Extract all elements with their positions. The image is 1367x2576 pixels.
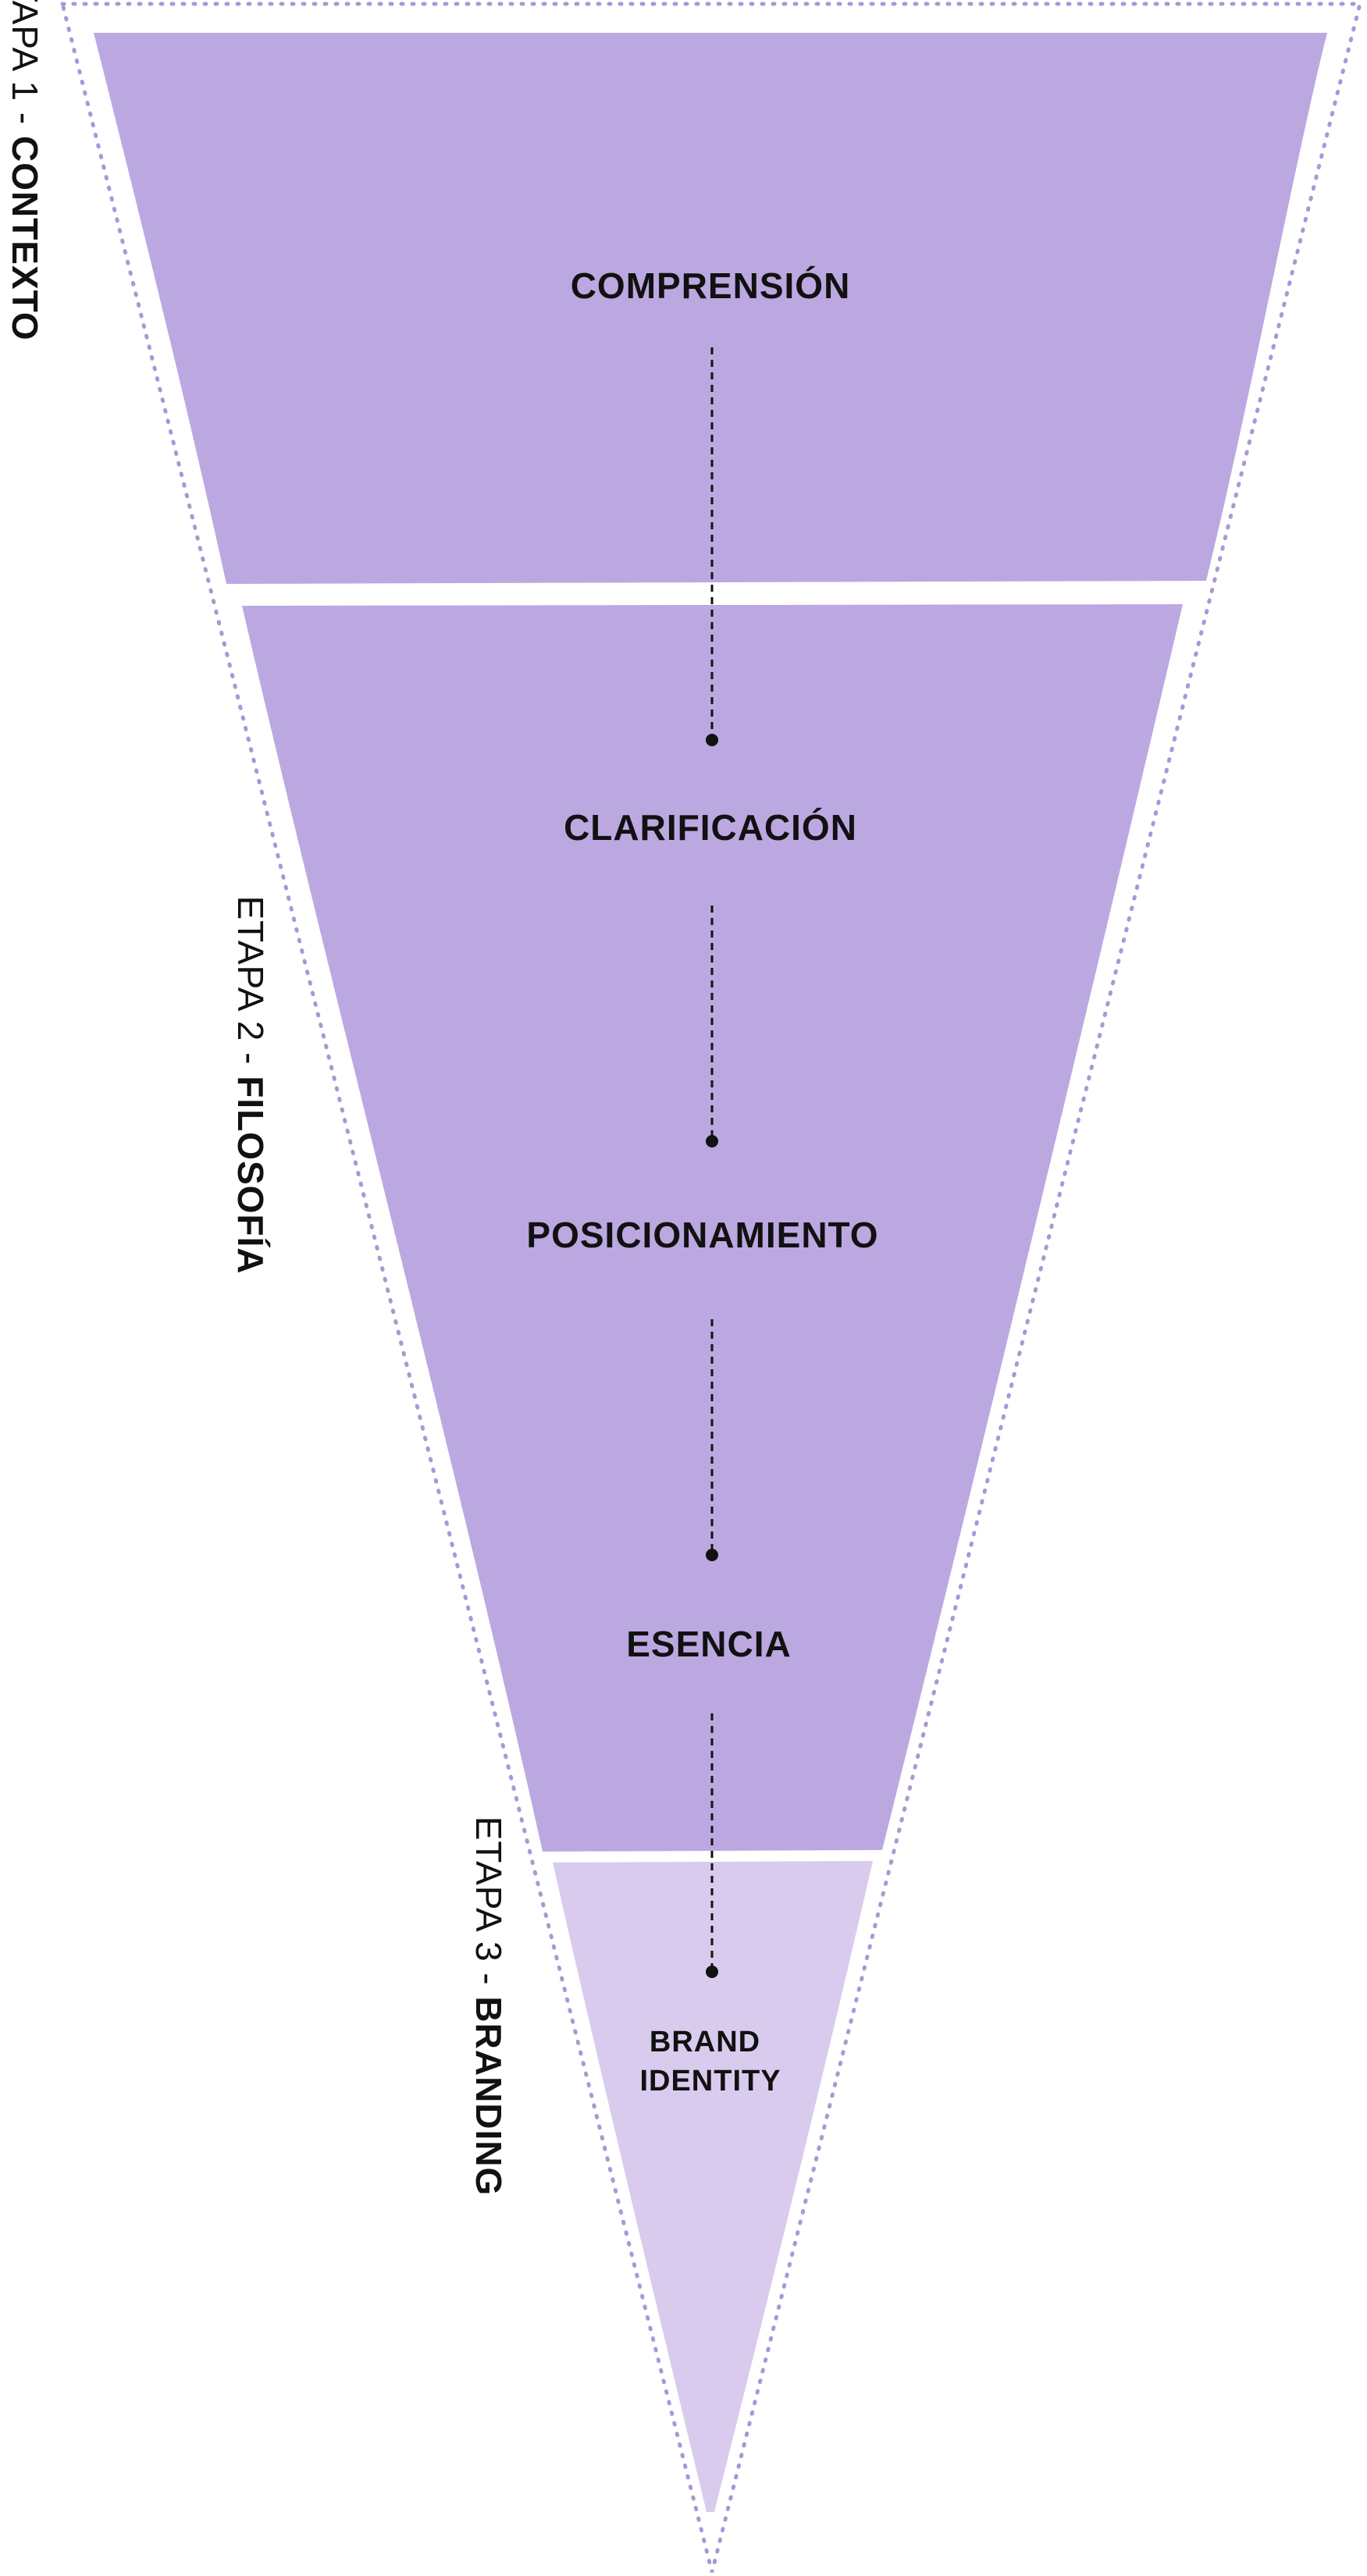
band-branding xyxy=(553,1861,873,2512)
band-filosofia xyxy=(242,604,1183,1852)
stage-prefix-3: ETAPA 3 - xyxy=(468,1816,509,1997)
stage-prefix-1: ETAPA 1 - xyxy=(5,0,45,136)
step-label-brand: BRAND xyxy=(650,2026,760,2058)
connector-dot-3 xyxy=(706,1549,718,1561)
stage-label-2: ETAPA 2 - FILOSOFÍA xyxy=(230,895,271,1274)
funnel-outline xyxy=(60,2,1363,2573)
step-label-posicionamiento: POSICIONAMIENTO xyxy=(526,1215,878,1255)
connector-dot-4 xyxy=(706,1966,718,1978)
band-contexto xyxy=(94,33,1327,584)
stage-prefix-2: ETAPA 2 - xyxy=(230,895,271,1076)
connector-3 xyxy=(706,1319,718,1561)
connector-1 xyxy=(706,347,718,746)
stage-label-1: ETAPA 1 - CONTEXTO xyxy=(5,0,45,341)
connector-dot-1 xyxy=(706,734,718,746)
connector-4 xyxy=(706,1713,718,1978)
stage-name-2: FILOSOFÍA xyxy=(230,1076,271,1274)
stage-name-3: BRANDING xyxy=(468,1996,509,2196)
connector-2 xyxy=(706,906,718,1147)
stage-name-1: CONTEXTO xyxy=(5,136,45,341)
step-label-esencia: ESENCIA xyxy=(626,1624,791,1664)
step-label-identity: IDENTITY xyxy=(639,2065,781,2097)
step-label-clarificacion: CLARIFICACIÓN xyxy=(564,807,857,848)
stage-label-3: ETAPA 3 - BRANDING xyxy=(468,1816,509,2197)
connector-dot-2 xyxy=(706,1135,718,1147)
step-label-comprension: COMPRENSIÓN xyxy=(571,265,851,306)
